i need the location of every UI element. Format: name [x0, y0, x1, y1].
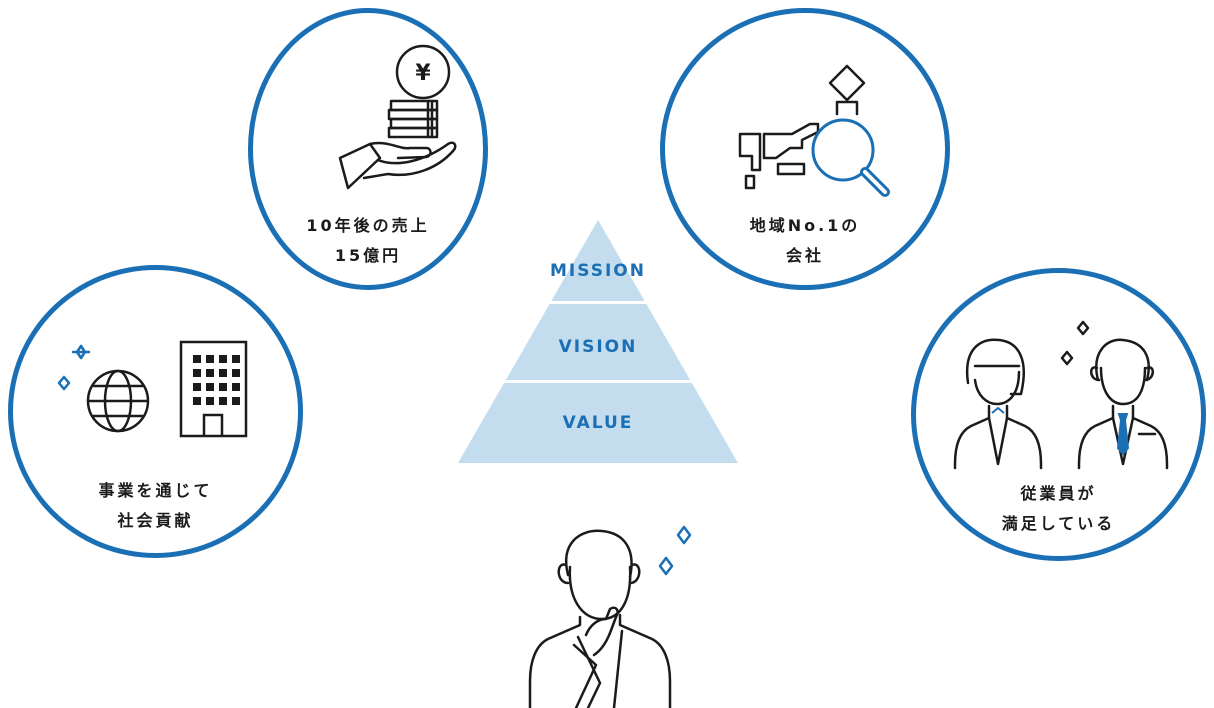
goal-label-region-line1: 地域No.1の: [749, 216, 861, 235]
map-magnifier-icon: [738, 64, 890, 197]
pyramid-tier-mission: [551, 220, 645, 301]
goal-circle-sales: ¥ 10年後の売上 15億円: [248, 8, 488, 290]
goal-label-employees-line1: 従業員が: [1020, 484, 1097, 503]
pyramid-tier-vision: [505, 304, 691, 380]
pyramid-tier-value: [458, 383, 738, 463]
pyramid-tier-mission-label: MISSION: [550, 261, 646, 281]
goal-circle-region: 地域No.1の 会社: [660, 8, 950, 290]
goal-label-employees-line2: 満足している: [1001, 514, 1116, 533]
globe-building-icon: [57, 340, 248, 438]
yen-symbol: ¥: [415, 61, 431, 86]
goal-label-social-line2: 社会貢献: [117, 511, 194, 530]
pyramid-tier-vision-label: VISION: [559, 337, 638, 357]
goal-circle-social: 事業を通じて 社会貢献: [8, 265, 303, 558]
goal-label-employees: 従業員が 満足している: [916, 479, 1201, 539]
employees-icon: [953, 320, 1169, 470]
goal-label-social-line1: 事業を通じて: [98, 481, 213, 500]
thinking-person-icon: [528, 525, 692, 708]
goal-label-sales-line1: 10年後の売上: [306, 216, 430, 235]
goal-label-region-line2: 会社: [785, 246, 824, 265]
goal-label-sales-line2: 15億円: [334, 246, 402, 265]
goal-circle-employees: 従業員が 満足している: [911, 268, 1206, 561]
yen-coin-hand-icon: ¥: [338, 44, 457, 190]
pyramid-tier-value-label: VALUE: [563, 413, 634, 433]
goal-label-region: 地域No.1の 会社: [665, 211, 945, 271]
goal-label-social: 事業を通じて 社会貢献: [13, 476, 298, 536]
mission-vision-value-pyramid: MISSION VISION VALUE: [458, 220, 738, 463]
goal-label-sales: 10年後の売上 15億円: [253, 211, 483, 271]
